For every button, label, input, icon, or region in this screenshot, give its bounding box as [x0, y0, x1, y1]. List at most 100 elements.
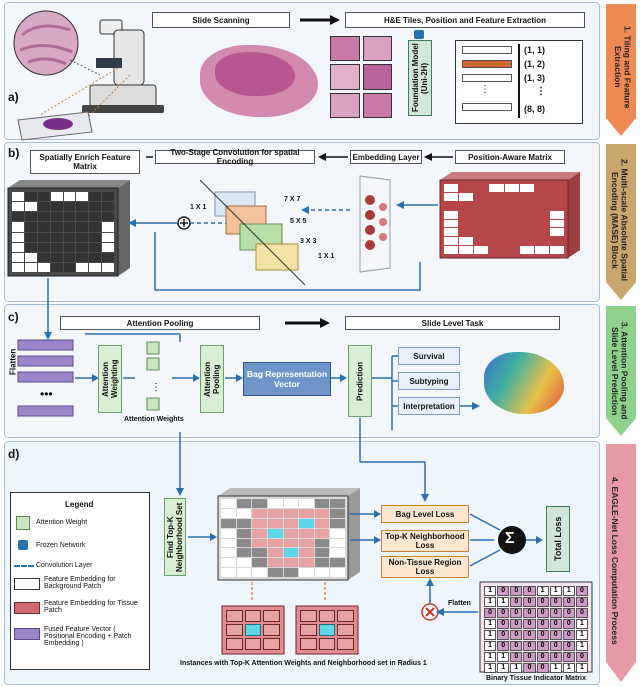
binary-cell: 1 [484, 663, 497, 673]
lock-icon [414, 30, 424, 39]
position-3: (1, 3) [524, 73, 546, 83]
binary-cell: 0 [497, 608, 510, 618]
binary-cell: 0 [549, 641, 562, 651]
panel-d-label: d) [8, 447, 20, 461]
instance-neighborhood-2 [300, 610, 354, 650]
feature-dots: ⋮ [480, 84, 490, 95]
side-label-1: 1. Tiling and Feature Extraction [612, 25, 633, 109]
binary-cell: 0 [536, 630, 549, 640]
binary-cell: 0 [523, 663, 536, 673]
binary-cell: 1 [484, 641, 497, 651]
position-1: (1, 1) [524, 45, 546, 55]
embedding-layer-label: Embedding Layer [350, 150, 422, 164]
binary-cell: 0 [510, 586, 523, 596]
binary-cell: 1 [575, 630, 588, 640]
kernel-1x1-b: 1 X 1 [190, 204, 207, 211]
slide-level-task-title: Slide Level Task [345, 316, 560, 330]
binary-cell: 1 [575, 641, 588, 651]
binary-cell: 1 [510, 663, 523, 673]
he-tiles-grid [330, 36, 392, 118]
binary-cell: 0 [510, 641, 523, 651]
flatten-label-d: Flatten [448, 600, 471, 607]
attention-pooling-title: Attention Pooling [60, 316, 260, 330]
position-dots: ⋮ [536, 86, 546, 97]
svg-text:⋮: ⋮ [151, 382, 161, 393]
binary-cell: 0 [562, 608, 575, 618]
binary-cell: 0 [562, 630, 575, 640]
binary-cell: 1 [484, 652, 497, 662]
legend-conv-layer: Convolution Layer [36, 562, 93, 569]
sigma-icon: Σ [505, 530, 515, 547]
legend-title: Legend [65, 500, 94, 509]
binary-cell: 1 [484, 586, 497, 596]
topk-loss-box: Top-K Neighborhood Loss [381, 530, 469, 552]
binary-cell: 0 [510, 619, 523, 629]
attention-weight-icon [16, 516, 30, 530]
legend-box [10, 492, 150, 670]
binary-cell: 0 [562, 641, 575, 651]
instance-neighborhood-1 [226, 610, 280, 650]
task-subtyping: Subtyping [398, 372, 460, 390]
binary-cell: 0 [523, 630, 536, 640]
binary-cell: 0 [510, 630, 523, 640]
binary-cell: 0 [536, 608, 549, 618]
binary-cell: 0 [536, 641, 549, 651]
kernel-7x7: 7 X 7 [284, 196, 301, 203]
side-label-3: 3. Attention Pooling and Slide Level Pre… [609, 322, 630, 420]
binary-cell: 0 [549, 630, 562, 640]
binary-cell: 0 [510, 608, 523, 618]
kernel-5x5: 5 X 5 [290, 218, 307, 225]
position-2: (1, 2) [524, 59, 546, 69]
binary-matrix-caption: Binary Tissue Indicator Matrix [486, 675, 586, 682]
feature-vector-3 [462, 74, 512, 82]
two-stage-conv-label: Two-Stage Convolution for spatial Encodi… [155, 148, 315, 166]
binary-cell: 0 [562, 619, 575, 629]
position-aware-matrix [444, 184, 564, 254]
attention-heatmap [484, 352, 564, 414]
background-patch-icon [14, 578, 40, 590]
attention-feature-grid [221, 499, 345, 577]
binary-cell: 0 [536, 663, 549, 673]
legend-attention-weight: Attention Weight [36, 519, 88, 526]
binary-cell: 0 [536, 619, 549, 629]
enriched-feature-matrix [12, 192, 114, 272]
position-n: (8, 8) [524, 104, 546, 114]
legend-frozen-network: Frozen Network [36, 542, 86, 549]
attention-weights-label: Attention Weights [124, 416, 184, 423]
binary-cell: 0 [523, 619, 536, 629]
binary-cell: 0 [575, 586, 588, 596]
binary-cell: 0 [536, 652, 549, 662]
lock-icon [18, 540, 28, 550]
kernel-3x3: 3 X 3 [300, 238, 317, 245]
wsi-tissue-core [215, 52, 295, 96]
binary-cell: 0 [510, 652, 523, 662]
binary-cell: 1 [549, 663, 562, 673]
binary-cell: 0 [523, 641, 536, 651]
side-label-2: 2. Multi-scale Absolute Spatial Encoding… [609, 158, 630, 282]
binary-cell: 1 [562, 586, 575, 596]
binary-cell: 0 [523, 597, 536, 607]
binary-cell: 0 [562, 597, 575, 607]
task-interpretation: Interpretation [398, 397, 460, 415]
position-bracket-left [518, 44, 521, 118]
side-label-4: 4. EAGLE-Net Loss Computation Process [609, 477, 620, 645]
binary-cell: 1 [497, 663, 510, 673]
binary-cell: 0 [549, 652, 562, 662]
binary-cell: 0 [575, 652, 588, 662]
legend-background: Feature Embedding for Background Patch [44, 576, 116, 590]
binary-cell: 0 [497, 586, 510, 596]
position-aware-label: Position-Aware Matrix [455, 150, 565, 164]
binary-cell: 1 [497, 652, 510, 662]
panel-b-label: b) [8, 146, 20, 160]
nontissue-loss-box: Non-Tissue Region Loss [381, 556, 469, 578]
binary-cell: 0 [575, 597, 588, 607]
binary-cell: 0 [562, 652, 575, 662]
binary-cell: 1 [484, 619, 497, 629]
feature-vector-2 [462, 60, 512, 68]
binary-cell: 0 [497, 641, 510, 651]
svg-text:•••: ••• [40, 387, 53, 401]
